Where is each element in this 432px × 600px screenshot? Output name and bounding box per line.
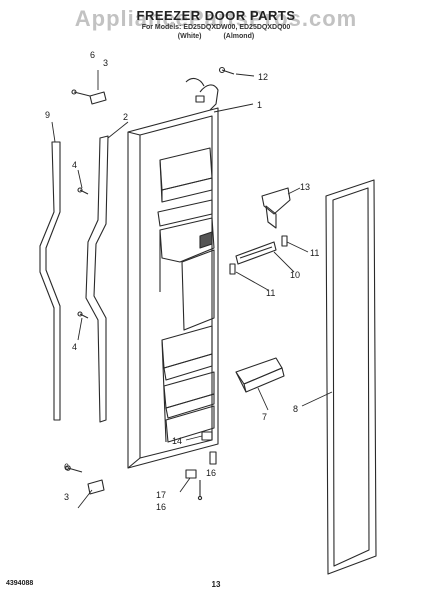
door-liner-part-1 [127, 77, 219, 469]
bottom-hinge-parts-14-16-17 [185, 431, 217, 501]
door-bin-part-7 [235, 357, 285, 393]
clip-part-11 [229, 235, 288, 275]
callout-16-upper: 16 [206, 468, 216, 478]
callout-13: 13 [300, 182, 310, 192]
callout-4-lower: 4 [72, 342, 77, 352]
callout-7: 7 [262, 412, 267, 422]
door-gasket-part-8 [325, 179, 377, 575]
callout-1: 1 [257, 100, 262, 110]
color-white-label: (White) [177, 33, 202, 40]
leader-lines [51, 70, 333, 509]
dispenser-trim-part-10 [235, 241, 277, 265]
breaker-strip-part-9 [39, 141, 61, 421]
callout-9: 9 [45, 110, 50, 120]
callout-6-bottom: 6 [64, 462, 69, 472]
page-number: 13 [211, 580, 221, 589]
diagram-title: FREEZER DOOR PARTS [136, 8, 296, 23]
handle-trim-part-2 [85, 135, 109, 423]
callout-10: 10 [290, 270, 300, 280]
callout-12: 12 [258, 72, 268, 82]
callout-17: 17 [156, 490, 166, 500]
callout-numbers: 1 2 3 3 4 4 6 6 7 8 9 10 11 11 12 13 14 … [45, 50, 319, 512]
document-number: 4394088 [6, 580, 34, 587]
screw-part-12 [218, 66, 235, 75]
color-line: (White) (Almond) [0, 33, 432, 40]
callout-14: 14 [172, 436, 182, 446]
callout-2: 2 [123, 112, 128, 122]
models-line: For Models: ED25DQXDW00, ED25DQXDQ00 [141, 24, 291, 31]
callout-8: 8 [293, 404, 298, 414]
callout-11-right: 11 [310, 248, 319, 258]
callout-11-left: 11 [266, 288, 275, 298]
hinge-top-part-3 [71, 89, 107, 105]
ice-chute-part-13 [261, 187, 291, 229]
watermark: AppliancePartsPros.com [74, 6, 358, 31]
callout-16-lower: 16 [156, 502, 166, 512]
callout-6-top: 6 [90, 50, 95, 60]
callout-3-top: 3 [103, 58, 108, 68]
color-almond-label: (Almond) [223, 33, 255, 40]
callout-4-upper: 4 [72, 160, 77, 170]
screw-part-4 [77, 187, 89, 319]
callout-3-bottom: 3 [64, 492, 69, 502]
hinge-bottom-part-3 [65, 465, 105, 495]
